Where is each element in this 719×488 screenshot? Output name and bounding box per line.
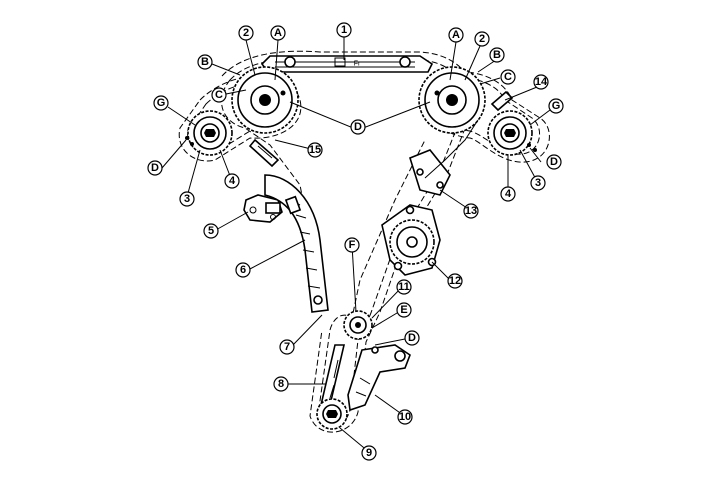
- callout-4-left: 4: [224, 173, 240, 189]
- callouts: 1 2 2 A A B B C C 14 G G D 15 D D 3 4 4 …: [147, 22, 564, 461]
- callout-d-lower: D: [404, 330, 420, 346]
- callout-d-center: D: [350, 119, 366, 135]
- callout-1: 1: [336, 22, 352, 38]
- svg-text:G: G: [552, 100, 561, 112]
- svg-text:2: 2: [243, 27, 249, 39]
- svg-text:A: A: [274, 27, 282, 39]
- secondary-tensioner-left: [248, 138, 280, 168]
- svg-text:C: C: [215, 89, 223, 101]
- exhaust-sprocket-left: [185, 110, 233, 156]
- callout-12: 12: [447, 273, 463, 289]
- svg-text:3: 3: [535, 177, 541, 189]
- callout-e: E: [396, 302, 412, 318]
- callout-13: 13: [463, 203, 479, 219]
- callout-4-right: 4: [500, 186, 516, 202]
- callout-3-right: 3: [530, 175, 546, 191]
- svg-text:C: C: [504, 71, 512, 83]
- svg-text:4: 4: [229, 175, 236, 187]
- camshaft-sprocket-left: [231, 66, 299, 134]
- svg-text:14: 14: [535, 76, 548, 88]
- callout-c-left: C: [211, 87, 227, 103]
- svg-text:B: B: [493, 49, 501, 61]
- svg-text:5: 5: [208, 225, 214, 237]
- svg-text:D: D: [550, 156, 558, 168]
- callout-g-left: G: [153, 95, 169, 111]
- callout-a-left: A: [270, 25, 286, 41]
- guide-stamp: Fr: [354, 61, 361, 68]
- svg-text:10: 10: [399, 411, 411, 423]
- svg-text:D: D: [408, 332, 416, 344]
- callout-b-right: B: [489, 47, 505, 63]
- svg-text:11: 11: [398, 281, 410, 293]
- secondary-tensioner-right: [490, 90, 514, 112]
- callout-11: 11: [396, 279, 412, 295]
- callout-6: 6: [235, 262, 251, 278]
- svg-text:6: 6: [240, 264, 246, 276]
- lower-tensioner: [347, 344, 411, 412]
- secondary-chain-right: [428, 71, 550, 163]
- lower-chain-guide: [319, 344, 346, 406]
- svg-text:F: F: [349, 239, 356, 251]
- svg-text:1: 1: [341, 24, 347, 36]
- svg-text:B: B: [201, 56, 209, 68]
- crankshaft-sprocket: [316, 398, 348, 430]
- callout-3-left: 3: [179, 191, 195, 207]
- svg-text:2: 2: [479, 33, 485, 45]
- svg-text:12: 12: [449, 275, 461, 287]
- callout-2-right: 2: [474, 31, 490, 47]
- svg-text:9: 9: [366, 447, 372, 459]
- svg-text:4: 4: [505, 188, 512, 200]
- callout-d-right: D: [546, 154, 562, 170]
- svg-text:D: D: [354, 121, 362, 133]
- callout-2-left: 2: [238, 25, 254, 41]
- callout-b-left: B: [197, 54, 213, 70]
- idler-sprocket: [381, 204, 441, 276]
- callout-15: 15: [307, 142, 323, 158]
- svg-text:A: A: [452, 29, 460, 41]
- callout-8: 8: [273, 376, 289, 392]
- svg-text:3: 3: [184, 193, 190, 205]
- svg-text:E: E: [400, 304, 407, 316]
- callout-c-right: C: [500, 69, 516, 85]
- callout-g-right: G: [548, 98, 564, 114]
- callout-14: 14: [533, 74, 549, 90]
- callout-f: F: [344, 237, 360, 253]
- callout-5: 5: [203, 223, 219, 239]
- callout-9: 9: [361, 445, 377, 461]
- camshaft-sprocket-right: [418, 66, 486, 134]
- crank-idler: [343, 310, 373, 340]
- exhaust-sprocket-right: [487, 110, 537, 156]
- callout-10: 10: [397, 409, 413, 425]
- tension-guide: [264, 174, 329, 313]
- chain-tensioner: [243, 194, 283, 223]
- slack-guide-upper: [409, 119, 479, 196]
- callout-7: 7: [279, 339, 295, 355]
- svg-text:G: G: [157, 97, 166, 109]
- callout-d-left: D: [147, 160, 163, 176]
- svg-text:7: 7: [284, 341, 290, 353]
- svg-text:15: 15: [309, 144, 321, 156]
- svg-text:13: 13: [465, 205, 477, 217]
- svg-text:8: 8: [278, 378, 284, 390]
- callout-a-right: A: [448, 27, 464, 43]
- svg-text:D: D: [151, 162, 159, 174]
- upper-chain-guide: Fr: [260, 55, 434, 73]
